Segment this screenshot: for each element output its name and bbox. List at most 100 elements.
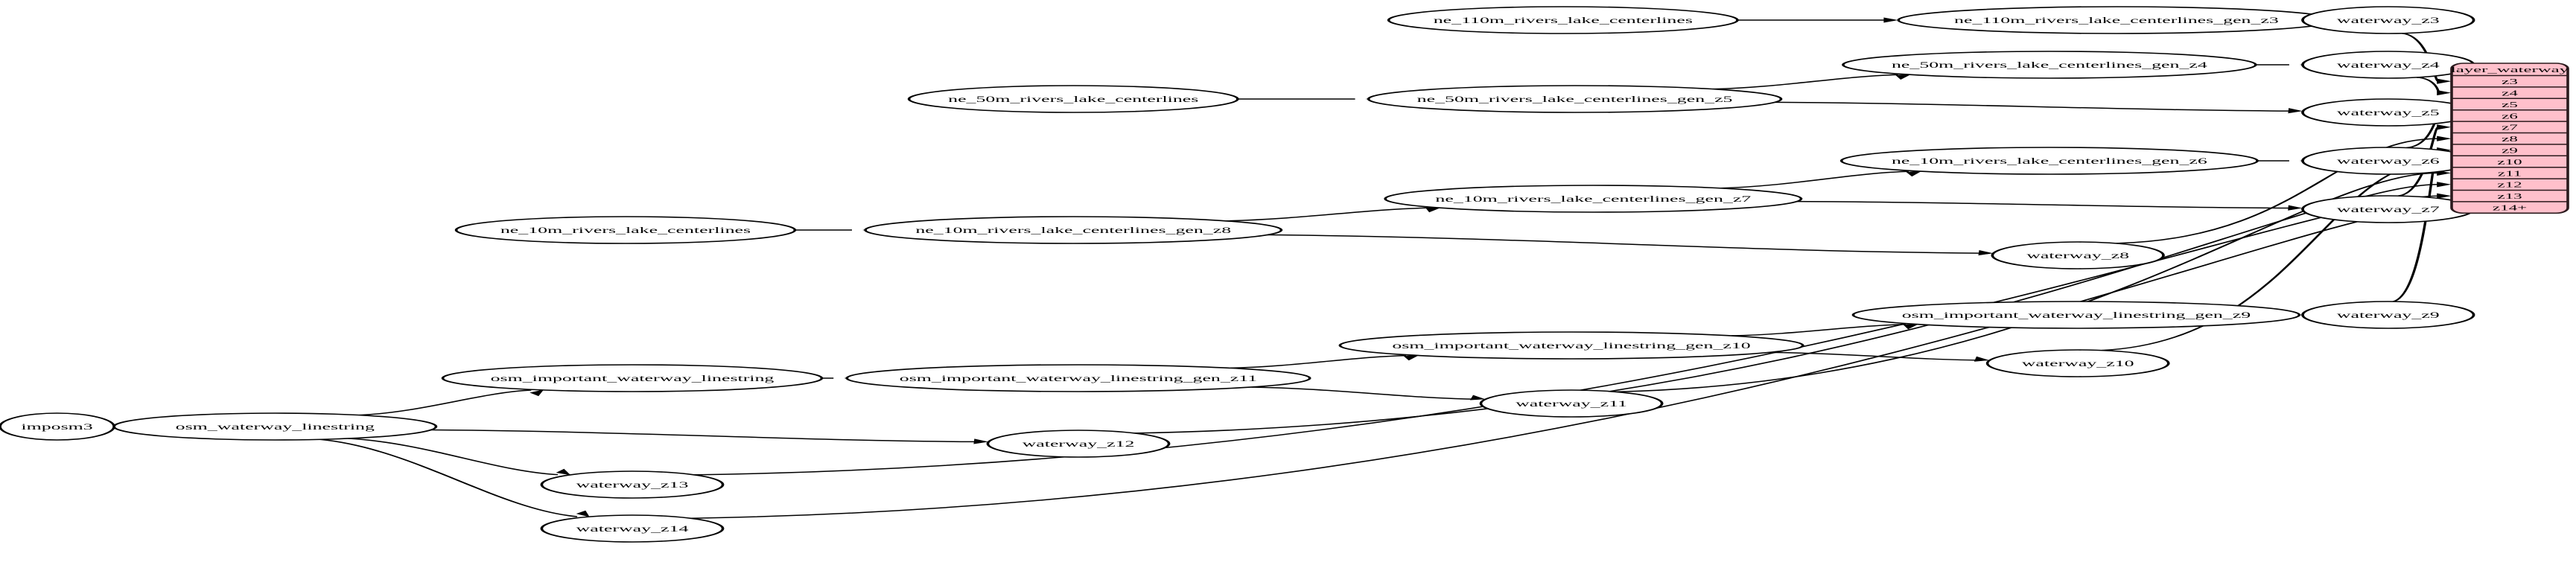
edge-arrowhead: [2437, 90, 2452, 96]
node-osm_important_waterway_linestring_gen_z11[interactable]: osm_important_waterway_linestring_gen_z1…: [845, 364, 1311, 392]
node-label-ne_110m_rivers_lake_centerlines: ne_110m_rivers_lake_centerlines: [1434, 16, 1693, 25]
edge-waterway_z14-to-layer_waterway-z14+: [690, 206, 2438, 519]
record-row-z13[interactable]: z13: [2497, 192, 2522, 200]
node-label-imposm3: imposm3: [21, 422, 92, 432]
node-ne_110m_rivers_lake_centerlines_gen_z3[interactable]: ne_110m_rivers_lake_centerlines_gen_z3: [1897, 6, 2336, 34]
edge-osm_waterway_linestring-to-waterway_z12: [430, 429, 976, 443]
node-ellipse-osm_important_waterway_linestring_gen_z9: [1851, 301, 2301, 329]
node-osm_waterway_linestring[interactable]: osm_waterway_linestring: [112, 412, 438, 441]
node-osm_important_waterway_linestring_gen_z9[interactable]: osm_important_waterway_linestring_gen_z9: [1851, 301, 2301, 329]
record-row-z6[interactable]: z6: [2502, 112, 2518, 120]
node-waterway_z4[interactable]: waterway_z4: [2301, 51, 2475, 79]
node-waterway_z9[interactable]: waterway_z9: [2301, 301, 2475, 329]
node-waterway_z13[interactable]: waterway_z13: [540, 470, 725, 499]
node-waterway_z11[interactable]: waterway_z11: [1479, 389, 1664, 418]
record-row-z4[interactable]: z4: [2502, 89, 2518, 97]
node-ne_10m_rivers_lake_centerlines[interactable]: ne_10m_rivers_lake_centerlines: [454, 216, 797, 244]
edge-arrowhead: [2288, 205, 2303, 211]
node-ne_50m_rivers_lake_centerlines_gen_z4[interactable]: ne_50m_rivers_lake_centerlines_gen_z4: [1842, 51, 2257, 79]
node-label-waterway_z3: waterway_z3: [2337, 16, 2440, 25]
layer-waterway-header-label: layer_waterway: [2451, 66, 2569, 74]
node-label-waterway_z11: waterway_z11: [1516, 399, 1627, 409]
node-waterway_z7[interactable]: waterway_z7: [2301, 195, 2475, 223]
edge-arrowhead: [2437, 182, 2452, 188]
edge-ne_10m_rivers_lake_centerlines_gen_z7-to-waterway_z7: [1796, 200, 2290, 209]
edge-arrowhead: [2288, 108, 2303, 114]
record-row-z14+[interactable]: z14+: [2493, 203, 2527, 211]
record-row-z12[interactable]: z12: [2497, 181, 2522, 189]
record-row-z10[interactable]: z10: [2497, 158, 2522, 166]
edge-ne_50m_rivers_lake_centerlines_gen_z5-to-waterway_z5: [1775, 101, 2290, 112]
node-waterway_z5[interactable]: waterway_z5: [2301, 98, 2475, 127]
node-osm_important_waterway_linestring[interactable]: osm_important_waterway_linestring: [441, 364, 824, 392]
edge-ne_10m_rivers_lake_centerlines_gen_z8-to-waterway_z8: [1267, 234, 1980, 254]
node-ellipse-waterway_z13: [540, 470, 725, 499]
edge-osm_important_waterway_linestring_gen_z11-to-waterway_z11: [1251, 386, 1473, 400]
node-label-ne_10m_rivers_lake_centerlines: ne_10m_rivers_lake_centerlines: [500, 226, 751, 235]
node-label-ne_50m_rivers_lake_centerlines_gen_z5: ne_50m_rivers_lake_centerlines_gen_z5: [1417, 95, 1733, 104]
node-waterway_z14[interactable]: waterway_z14: [540, 514, 725, 543]
node-waterway_z3[interactable]: waterway_z3: [2301, 6, 2475, 34]
edge-osm_waterway_linestring-to-osm_important_waterway_linestring: [359, 389, 532, 416]
edge-osm_important_waterway_linestring_gen_z10-to-waterway_z10: [1769, 351, 1976, 361]
node-waterway_z10[interactable]: waterway_z10: [1985, 349, 2170, 377]
node-ellipse-osm_important_waterway_linestring_gen_z10: [1338, 331, 1804, 360]
edge-osm_waterway_linestring-to-waterway_z14: [319, 438, 578, 517]
edge-arrowhead: [1425, 207, 1441, 213]
node-ne_110m_rivers_lake_centerlines[interactable]: ne_110m_rivers_lake_centerlines: [1387, 6, 1739, 34]
node-osm_important_waterway_linestring_gen_z10[interactable]: osm_important_waterway_linestring_gen_z1…: [1338, 331, 1804, 360]
edge-ne_10m_rivers_lake_centerlines_gen_z8-to-ne_10m_rivers_lake_centerlines_gen_z7: [1225, 207, 1428, 222]
node-ne_10m_rivers_lake_centerlines_gen_z8[interactable]: ne_10m_rivers_lake_centerlines_gen_z8: [864, 216, 1283, 244]
node-ellipse-ne_10m_rivers_lake_centerlines_gen_z6: [1839, 147, 2259, 175]
node-label-osm_important_waterway_linestring_gen_z9: osm_important_waterway_linestring_gen_z9: [1902, 310, 2251, 320]
edge-arrowhead: [1974, 356, 1990, 362]
edge-waterway_z8-to-layer_waterway-z8: [2116, 138, 2438, 244]
node-ellipse-waterway_z10: [1985, 349, 2170, 377]
record-row-z9[interactable]: z9: [2502, 146, 2518, 154]
node-ellipse-ne_10m_rivers_lake_centerlines_gen_z7: [1384, 185, 1803, 213]
record-row-z5[interactable]: z5: [2502, 100, 2518, 109]
node-label-osm_waterway_linestring: osm_waterway_linestring: [176, 422, 375, 432]
edge-arrowhead: [1895, 74, 1911, 80]
record-row-z3[interactable]: z3: [2502, 77, 2518, 86]
node-label-osm_important_waterway_linestring_gen_z11: osm_important_waterway_linestring_gen_z1…: [900, 374, 1257, 383]
node-ellipse-ne_110m_rivers_lake_centerlines: [1387, 6, 1739, 34]
record-row-z11[interactable]: z11: [2498, 169, 2522, 177]
edge-arrowhead: [2437, 124, 2452, 130]
node-imposm3[interactable]: imposm3: [0, 412, 115, 441]
node-ne_50m_rivers_lake_centerlines[interactable]: ne_50m_rivers_lake_centerlines: [907, 85, 1239, 113]
node-waterway_z6[interactable]: waterway_z6: [2301, 147, 2475, 175]
edge-arrowhead: [1903, 324, 1919, 330]
edge-arrowhead: [2437, 135, 2452, 141]
node-ellipse-ne_50m_rivers_lake_centerlines_gen_z5: [1367, 85, 1783, 113]
node-ne_10m_rivers_lake_centerlines_gen_z6[interactable]: ne_10m_rivers_lake_centerlines_gen_z6: [1839, 147, 2259, 175]
node-ne_50m_rivers_lake_centerlines_gen_z5[interactable]: ne_50m_rivers_lake_centerlines_gen_z5: [1367, 85, 1783, 113]
edge-arrowhead: [2437, 78, 2452, 84]
node-label-ne_110m_rivers_lake_centerlines_gen_z3: ne_110m_rivers_lake_centerlines_gen_z3: [1954, 16, 2279, 25]
node-label-osm_important_waterway_linestring_gen_z10: osm_important_waterway_linestring_gen_z1…: [1392, 341, 1750, 351]
edge-arrowhead: [1906, 170, 1922, 177]
node-ellipse-ne_10m_rivers_lake_centerlines_gen_z8: [864, 216, 1283, 244]
edge-arrowhead: [1469, 395, 1486, 401]
edge-waterway_z4-to-layer_waterway-z4: [2416, 77, 2440, 94]
nodes-layer: imposm3 osm_waterway_linestring osm_import…: [0, 6, 2475, 543]
node-ellipse-waterway_z14: [540, 514, 725, 543]
node-waterway_z8[interactable]: waterway_z8: [1991, 241, 2165, 269]
node-label-waterway_z9: waterway_z9: [2337, 310, 2440, 320]
node-label-ne_10m_rivers_lake_centerlines_gen_z6: ne_10m_rivers_lake_centerlines_gen_z6: [1892, 156, 2207, 166]
edge-osm_important_waterway_linestring_gen_z10-to-osm_important_waterway_linestring_gen_z9: [1731, 324, 1906, 336]
layer-waterway-record-outline: [2450, 63, 2569, 214]
record-row-z8[interactable]: z8: [2502, 135, 2518, 143]
record-table-layer: layer_waterway z3 z4 z5 z6 z7 z8 z9 z10 z11 z12 z13…: [2450, 63, 2569, 214]
node-label-waterway_z8: waterway_z8: [2026, 251, 2129, 261]
edge-osm_important_waterway_linestring_gen_z11-to-osm_important_waterway_linestring_gen_z10: [1230, 354, 1406, 369]
node-label-ne_10m_rivers_lake_centerlines_gen_z8: ne_10m_rivers_lake_centerlines_gen_z8: [915, 226, 1231, 235]
node-label-waterway_z7: waterway_z7: [2337, 205, 2440, 214]
edge-arrowhead: [973, 438, 989, 444]
node-ne_10m_rivers_lake_centerlines_gen_z7[interactable]: ne_10m_rivers_lake_centerlines_gen_z7: [1384, 185, 1803, 213]
edge-arrowhead: [1978, 250, 1994, 256]
record-row-z7[interactable]: z7: [2502, 124, 2518, 132]
node-waterway_z12[interactable]: waterway_z12: [986, 430, 1171, 458]
edge-osm_waterway_linestring-to-waterway_z13: [348, 438, 559, 476]
